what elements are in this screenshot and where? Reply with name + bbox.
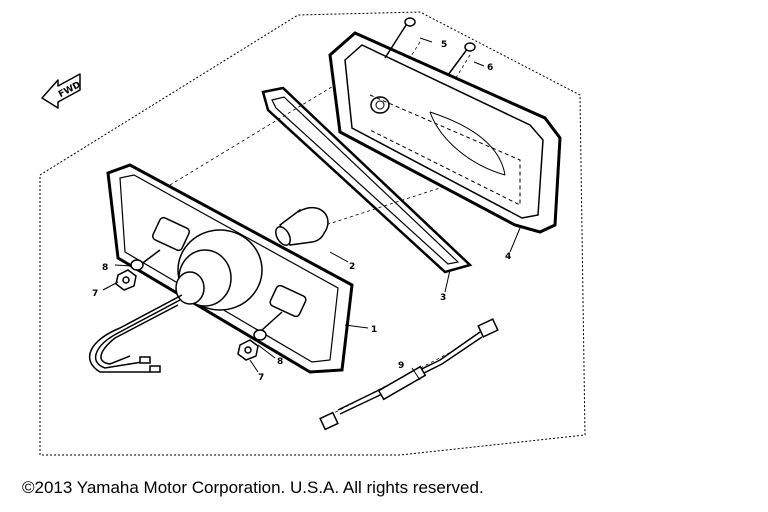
lamp-base [106, 163, 354, 374]
callout-label: 6 [487, 63, 493, 73]
wire-harness [319, 318, 499, 431]
callout-label: 8 [102, 263, 108, 273]
callout-label: 3 [440, 293, 446, 303]
callout-label: 9 [398, 361, 404, 371]
screw-6 [447, 42, 476, 76]
lamp-wires [88, 294, 183, 373]
screw-5 [384, 17, 416, 59]
fwd-arrow-icon: FWD [41, 73, 83, 109]
exploded-parts-diagram: FWD [39, 11, 586, 456]
nut-7-left [115, 269, 137, 291]
callout-label: 7 [258, 373, 264, 383]
callout-label: 2 [349, 262, 355, 272]
callout-label: 4 [505, 252, 511, 262]
callout-label: 7 [92, 289, 98, 299]
callout-label: 1 [371, 325, 377, 335]
washer-8-left [130, 259, 144, 271]
callout-label: 5 [441, 40, 447, 50]
callout-label: 8 [277, 357, 283, 367]
gasket [261, 86, 473, 274]
nut-7-right [237, 339, 259, 361]
lens-housing [328, 31, 562, 234]
bulb [275, 206, 329, 246]
leader-lines [102, 37, 521, 381]
washer-8-right [253, 329, 267, 341]
copyright-notice: ©2013 Yamaha Motor Corporation. U.S.A. A… [22, 478, 484, 497]
